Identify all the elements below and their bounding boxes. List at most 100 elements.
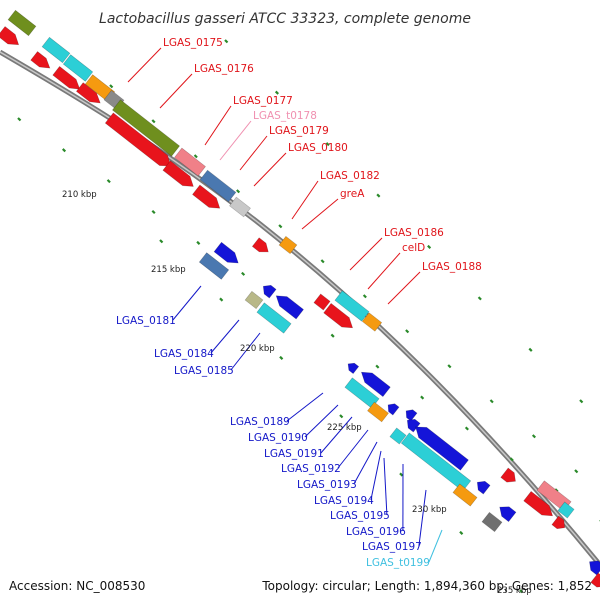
gene-label-reverse[interactable]: LGAS_t0199 — [366, 557, 430, 569]
gene-label-reverse[interactable]: LGAS_0184 — [154, 348, 214, 360]
gene-feature[interactable] — [313, 293, 331, 311]
gene-label-reverse[interactable]: LGAS_0189 — [230, 416, 290, 428]
gene-label-forward[interactable]: celD — [402, 242, 425, 254]
gene-features — [0, 9, 600, 591]
gene-feature[interactable] — [367, 401, 389, 423]
gene-feature[interactable] — [412, 422, 469, 471]
gene-feature[interactable] — [557, 501, 575, 519]
gene-feature[interactable] — [30, 51, 54, 73]
gene-feature[interactable] — [260, 282, 277, 299]
gene-feature[interactable] — [345, 360, 360, 375]
gene-feature[interactable] — [403, 407, 418, 422]
gene-feature[interactable] — [358, 367, 391, 397]
gene-feature[interactable] — [590, 572, 600, 591]
gene-feature[interactable] — [323, 303, 357, 332]
gene-feature[interactable] — [0, 26, 22, 49]
gene-feature-shape — [52, 66, 81, 90]
gene-feature[interactable] — [104, 112, 174, 171]
tick-mark — [509, 457, 514, 462]
label-leader-line — [291, 180, 319, 220]
gene-feature[interactable] — [41, 36, 71, 64]
gene-feature[interactable] — [62, 54, 94, 82]
gene-label-reverse[interactable]: LGAS_0191 — [264, 448, 324, 460]
tick-mark — [427, 244, 432, 249]
label-leader-line — [172, 285, 202, 321]
gene-feature[interactable] — [523, 491, 557, 520]
gene-feature[interactable] — [272, 291, 304, 320]
gene-feature-shape — [361, 312, 383, 332]
gene-label-reverse[interactable]: LGAS_0190 — [248, 432, 308, 444]
gene-label-forward[interactable]: LGAS_0175 — [163, 37, 223, 49]
gene-feature-shape — [557, 501, 575, 519]
gene-label-reverse[interactable]: LGAS_0195 — [330, 510, 390, 522]
gene-feature[interactable] — [112, 99, 180, 157]
gene-feature-shape — [590, 572, 600, 588]
gene-feature[interactable] — [334, 290, 370, 322]
position-label: 220 kbp — [240, 344, 275, 354]
gene-feature[interactable] — [404, 416, 421, 433]
gene-label-forward[interactable]: LGAS_0180 — [288, 142, 348, 154]
gene-feature[interactable] — [75, 82, 103, 108]
gene-feature[interactable] — [7, 9, 37, 37]
gene-feature-shape — [476, 480, 491, 495]
label-leader-line — [304, 404, 339, 438]
tick-mark — [320, 259, 325, 264]
tick-mark — [236, 189, 241, 194]
gene-feature[interactable] — [213, 241, 242, 267]
gene-label-forward[interactable]: LGAS_0177 — [233, 95, 293, 107]
gene-label-reverse[interactable]: LGAS_0185 — [174, 365, 234, 377]
gene-label-forward[interactable]: LGAS_0179 — [269, 125, 329, 137]
gene-label-forward[interactable]: greA — [340, 188, 365, 200]
gene-feature[interactable] — [251, 237, 271, 257]
label-leader-line — [353, 441, 378, 485]
gene-feature[interactable] — [481, 511, 503, 533]
gene-label-reverse[interactable]: LGAS_0194 — [314, 495, 374, 507]
gene-feature-shape — [500, 467, 516, 483]
gene-label-forward[interactable]: LGAS_0182 — [320, 170, 380, 182]
label-leader-line — [383, 457, 388, 516]
gene-feature[interactable] — [500, 467, 519, 486]
gene-label-reverse[interactable]: LGAS_0197 — [362, 541, 422, 553]
tick-mark — [464, 426, 469, 431]
label-leader-line — [127, 47, 162, 83]
gene-feature[interactable] — [551, 515, 568, 532]
gene-labels: LGAS_0175LGAS_0176LGAS_0177LGAS_t0178LGA… — [116, 37, 482, 569]
gene-feature[interactable] — [198, 252, 230, 280]
position-label: 215 kbp — [151, 265, 186, 275]
gene-feature[interactable] — [199, 169, 237, 203]
gene-label-forward[interactable]: LGAS_0176 — [194, 63, 254, 75]
gene-label-forward[interactable]: LGAS_0188 — [422, 261, 482, 273]
tick-mark — [159, 239, 164, 244]
gene-feature[interactable] — [278, 235, 298, 255]
gene-feature-shape — [387, 403, 400, 416]
gene-feature[interactable] — [162, 160, 197, 191]
label-leader-line — [286, 392, 324, 422]
gene-label-forward[interactable]: LGAS_t0178 — [253, 110, 317, 122]
gene-label-forward[interactable]: LGAS_0186 — [384, 227, 444, 239]
gene-feature[interactable] — [229, 196, 251, 218]
label-leader-line — [370, 450, 382, 501]
label-leader-line — [337, 429, 369, 469]
gene-feature[interactable] — [452, 483, 478, 507]
tick-mark — [151, 119, 156, 124]
gene-feature[interactable] — [474, 478, 491, 495]
gene-feature[interactable] — [256, 302, 292, 334]
gene-feature[interactable] — [192, 184, 223, 213]
label-leader-lines — [127, 47, 443, 563]
tick-mark — [574, 469, 579, 474]
gene-feature[interactable] — [389, 427, 407, 445]
gene-feature-shape — [251, 237, 269, 253]
gene-feature-shape — [551, 515, 566, 530]
gene-feature[interactable] — [174, 147, 206, 177]
gene-label-reverse[interactable]: LGAS_0181 — [116, 315, 176, 327]
gene-label-reverse[interactable]: LGAS_0193 — [297, 479, 357, 491]
gene-label-reverse[interactable]: LGAS_0192 — [281, 463, 341, 475]
gene-feature-shape — [523, 491, 554, 517]
gene-label-reverse[interactable]: LGAS_0196 — [346, 526, 406, 538]
gene-feature[interactable] — [385, 401, 400, 416]
gene-feature[interactable] — [244, 290, 264, 310]
gene-feature[interactable] — [361, 312, 383, 332]
gene-feature[interactable] — [52, 66, 83, 93]
gene-feature[interactable] — [496, 502, 517, 523]
